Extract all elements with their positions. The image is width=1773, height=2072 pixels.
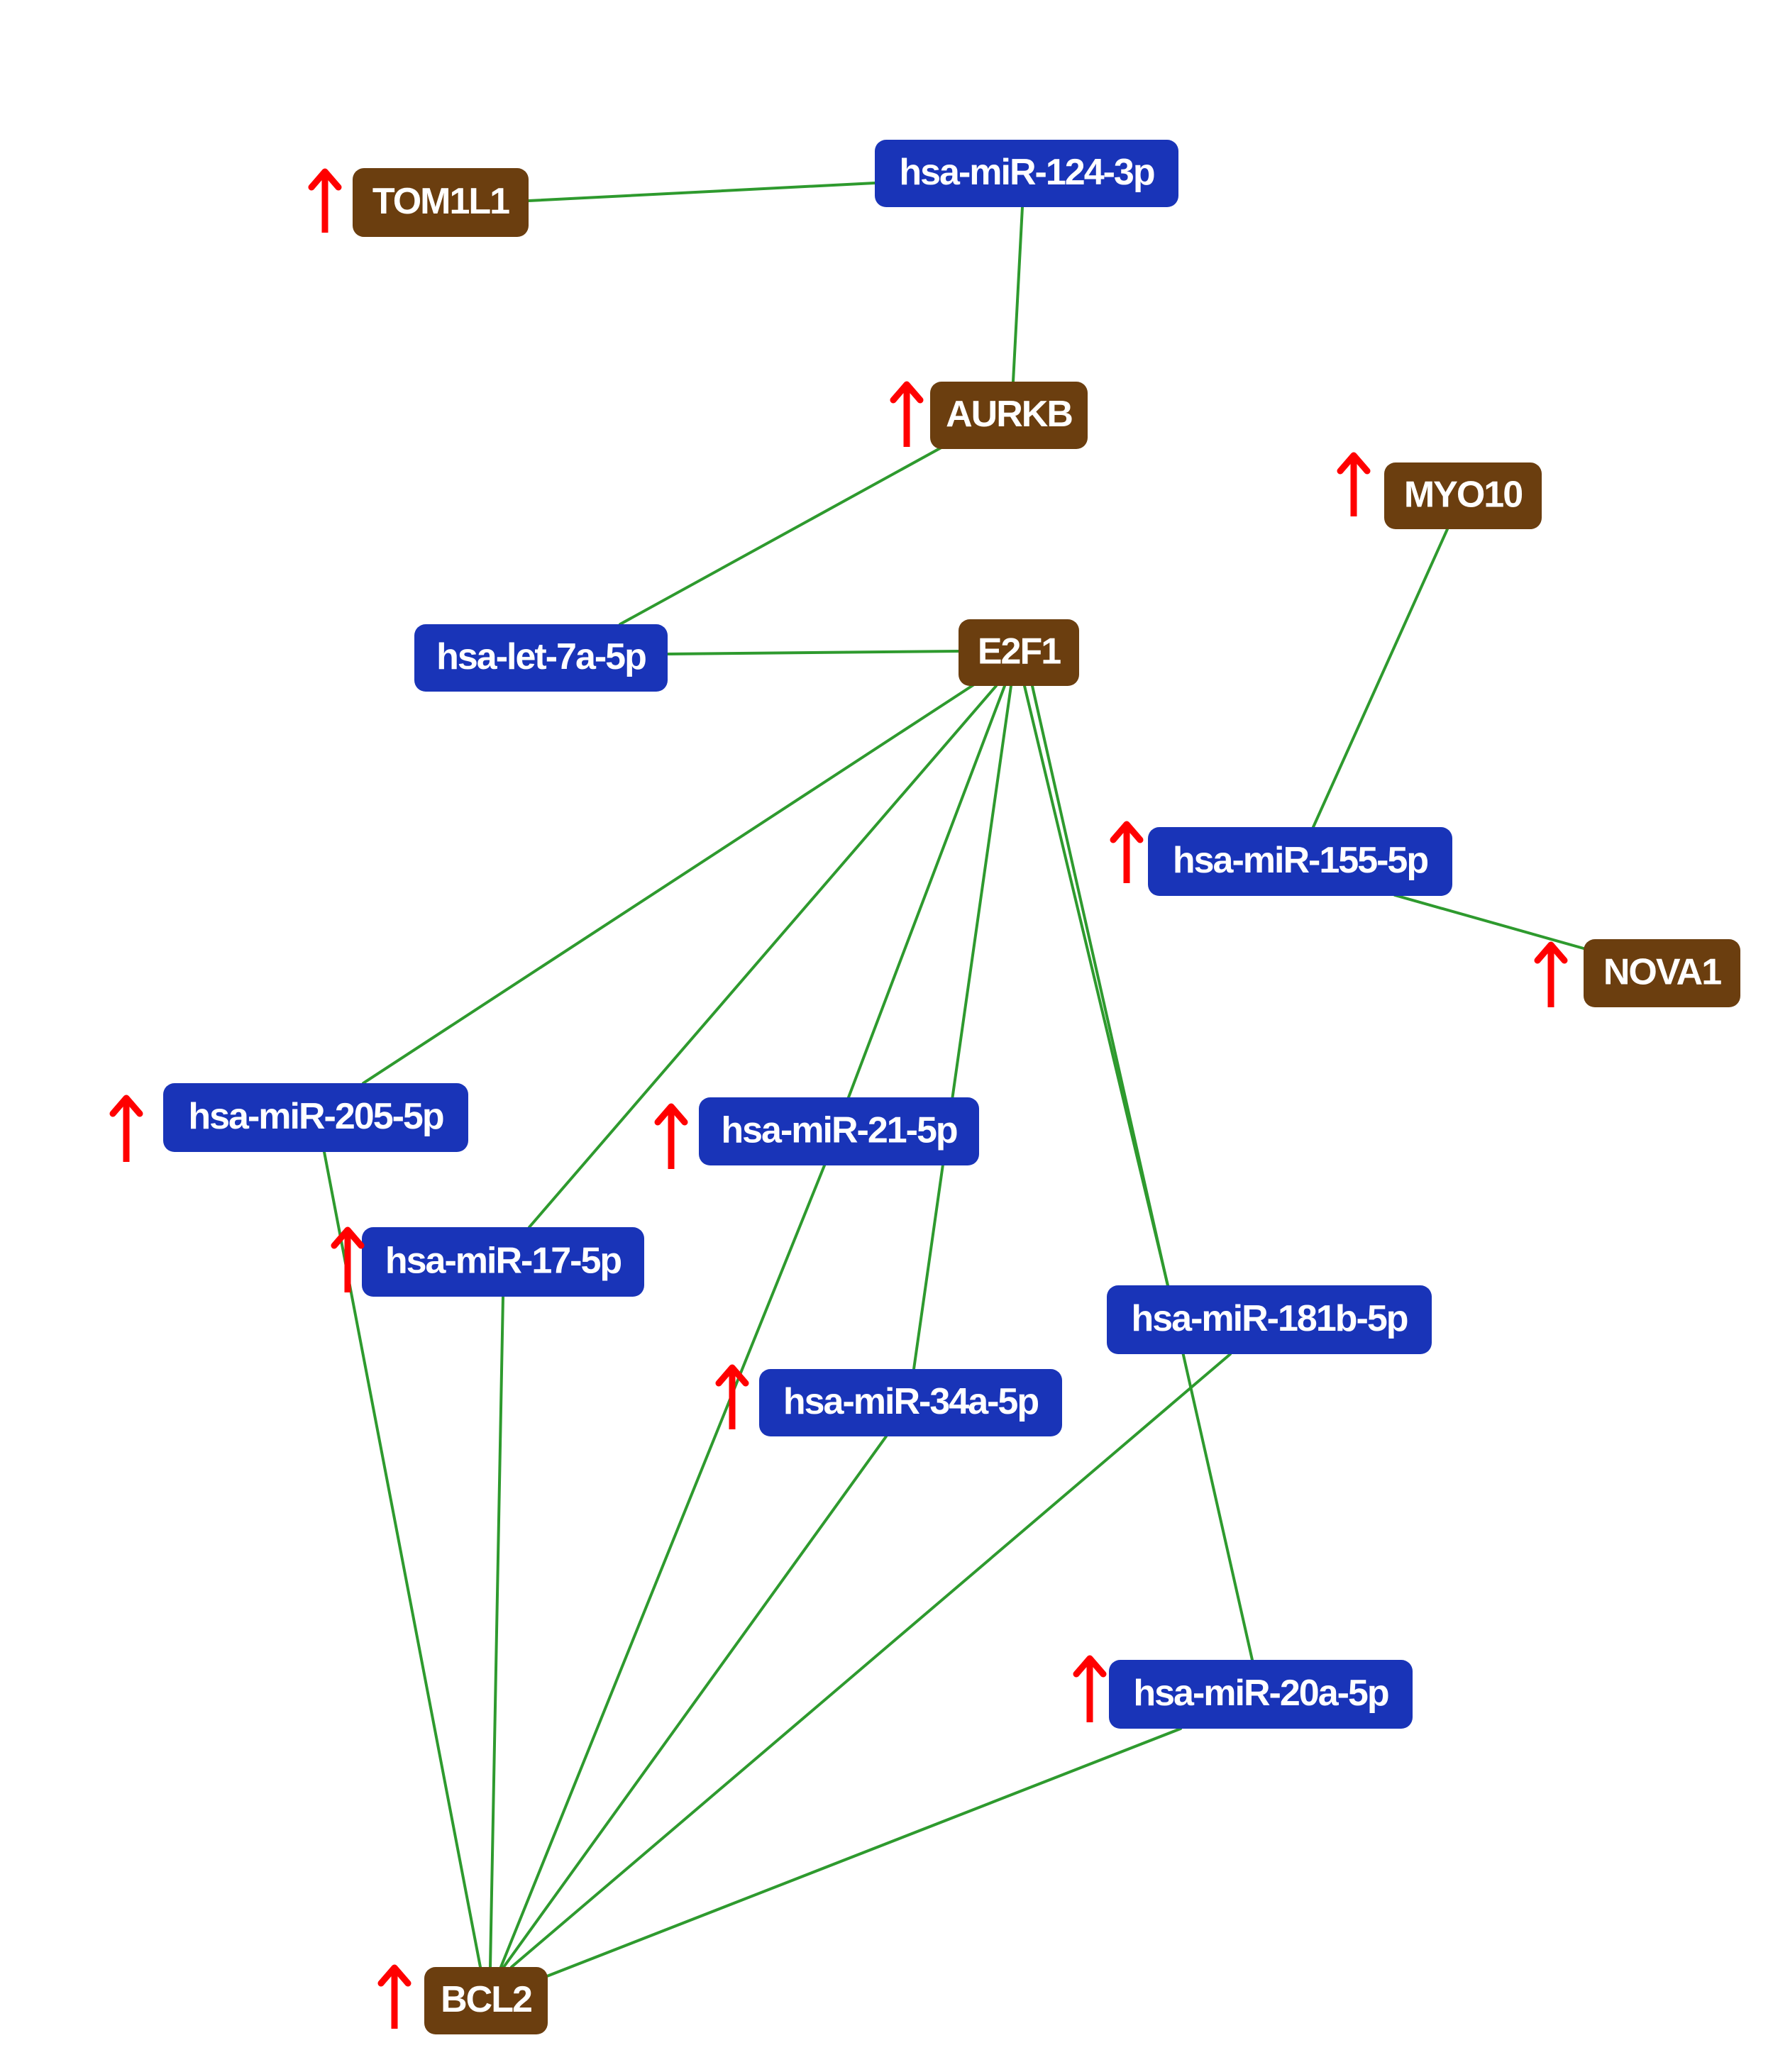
edge-miR155-NOVA1 (1393, 894, 1585, 950)
node-mir20a[interactable]: hsa-miR-20a-5p (1109, 1660, 1413, 1729)
edge-E2F1-miR17 (528, 685, 998, 1229)
edge-let7a-E2F1 (666, 650, 960, 655)
up-arrow-icon (1073, 1655, 1107, 1722)
node-mir124[interactable]: hsa-miR-124-3p (875, 140, 1178, 207)
mirna-node-box (414, 624, 668, 692)
up-arrow-head (1534, 941, 1568, 964)
node-label: hsa-miR-21-5p (721, 1110, 957, 1151)
node-mir205[interactable]: hsa-miR-205-5p (163, 1083, 468, 1152)
up-arrow-icon (890, 381, 924, 447)
node-label: BCL2 (441, 1979, 531, 2020)
node-myo10[interactable]: MYO10 (1384, 462, 1542, 529)
up-arrow-head (109, 1095, 143, 1117)
mirna-node-box (759, 1369, 1062, 1436)
mirna-node-box (362, 1227, 644, 1297)
node-e2f1[interactable]: E2F1 (959, 619, 1079, 686)
node-bcl2[interactable]: BCL2 (424, 1967, 548, 2034)
up-arrow-icon (1110, 821, 1144, 883)
up-arrow-head (1110, 821, 1144, 843)
mirna-node-box (1148, 827, 1452, 896)
up-arrow-icon (715, 1364, 749, 1429)
node-label: hsa-miR-181b-5p (1132, 1298, 1408, 1339)
node-mir34a[interactable]: hsa-miR-34a-5p (759, 1369, 1062, 1436)
gene-node-box (424, 1967, 548, 2034)
up-arrow-head (377, 1964, 412, 1987)
up-arrow-head (715, 1364, 749, 1387)
edge-E2F1-miR20a (1031, 685, 1254, 1661)
up-arrow-head (308, 168, 342, 191)
up-arrow-icon (654, 1103, 688, 1169)
edges-layer (323, 182, 1585, 1988)
node-label: TOM1L1 (372, 181, 509, 222)
mirna-node-box (875, 140, 1178, 207)
node-let7a[interactable]: hsa-let-7a-5p (414, 624, 668, 692)
edge-miR20a-BCL2 (520, 1727, 1182, 1988)
edge-miR181b-BCL2 (510, 1353, 1232, 1968)
gene-node-box (1584, 939, 1740, 1007)
up-arrow-head (654, 1103, 688, 1126)
node-nova1[interactable]: NOVA1 (1584, 939, 1740, 1007)
up-arrow-head (890, 381, 924, 404)
up-arrow-icon (331, 1226, 365, 1292)
node-label: NOVA1 (1603, 952, 1721, 993)
edge-E2F1-miR205 (362, 682, 978, 1085)
node-mir181b[interactable]: hsa-miR-181b-5p (1107, 1285, 1432, 1354)
mirna-node-box (163, 1083, 468, 1152)
gene-node-box (353, 168, 529, 237)
edge-E2F1-miR34a (912, 685, 1012, 1370)
node-label: hsa-miR-20a-5p (1133, 1673, 1388, 1714)
gene-node-box (1384, 462, 1542, 529)
node-label: MYO10 (1404, 475, 1522, 516)
up-arrow-icon (1337, 452, 1371, 516)
up-arrow-head (1073, 1655, 1107, 1678)
node-label: hsa-let-7a-5p (436, 636, 646, 677)
up-arrow-icon (308, 168, 342, 233)
node-aurkb[interactable]: AURKB (930, 382, 1088, 449)
node-label: E2F1 (978, 631, 1061, 672)
node-label: hsa-miR-124-3p (899, 152, 1154, 193)
node-label: hsa-miR-205-5p (188, 1096, 443, 1137)
mirna-node-box (1109, 1660, 1413, 1729)
edge-TOM1L1-miR124 (527, 182, 876, 202)
up-arrow-head (331, 1226, 365, 1249)
edge-E2F1-miR21 (847, 685, 1006, 1099)
up-arrow-icon (377, 1964, 412, 2029)
up-arrow-icon (1534, 941, 1568, 1007)
node-label: AURKB (946, 394, 1072, 435)
node-tom1l1[interactable]: TOM1L1 (353, 168, 529, 237)
node-mir21[interactable]: hsa-miR-21-5p (699, 1097, 979, 1165)
edge-MYO10-miR155 (1312, 528, 1449, 829)
edge-miR34a-BCL2 (502, 1435, 888, 1968)
edge-miR124-AURKB (1012, 206, 1024, 383)
gene-node-box (959, 619, 1079, 686)
edge-AURKB-let7a (619, 443, 948, 626)
gene-node-box (930, 382, 1088, 449)
node-label: hsa-miR-34a-5p (783, 1381, 1038, 1422)
mirna-node-box (699, 1097, 979, 1165)
node-label: hsa-miR-155-5p (1173, 840, 1427, 881)
node-label: hsa-miR-17-5p (385, 1241, 622, 1282)
node-mir17[interactable]: hsa-miR-17-5p (362, 1227, 644, 1297)
edge-miR21-BCL2 (499, 1164, 826, 1968)
edge-miR17-BCL2 (489, 1295, 504, 1968)
mirna-node-box (1107, 1285, 1432, 1354)
up-arrow-icon (109, 1095, 143, 1162)
up-arrow-head (1337, 452, 1371, 475)
node-mir155[interactable]: hsa-miR-155-5p (1148, 827, 1452, 896)
